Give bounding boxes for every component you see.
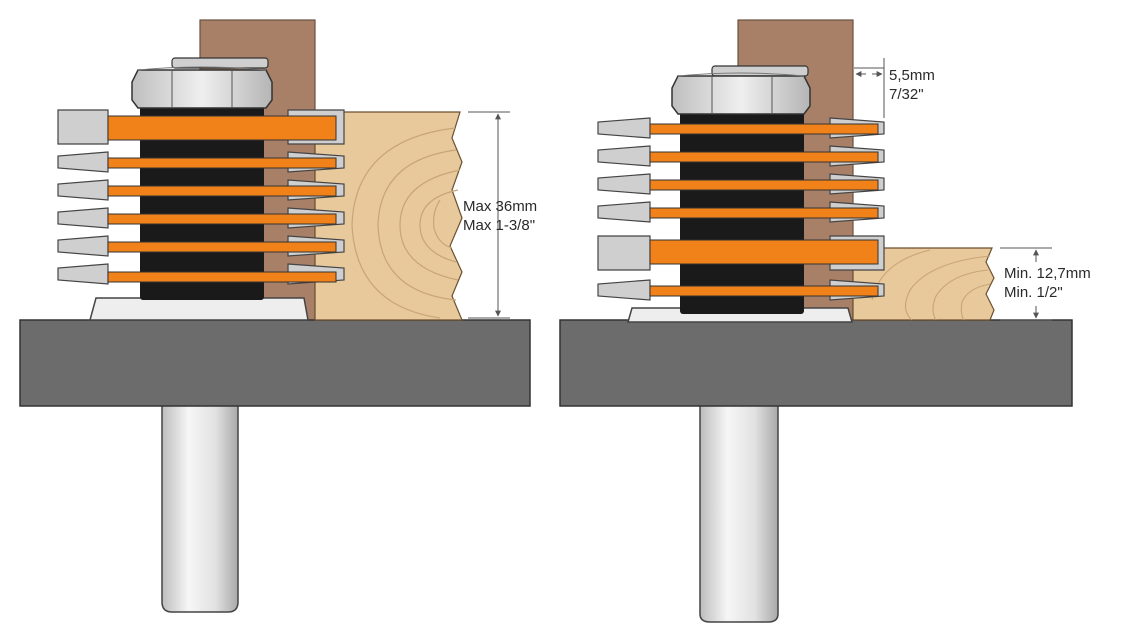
right-table: [559, 319, 1073, 407]
left-hex-nut: [131, 57, 273, 109]
left-wood-workpiece: [314, 111, 463, 321]
right-side-dimension-line: [1000, 247, 1052, 321]
left-dimension-label-mm: Max 36mm: [463, 198, 537, 215]
right-assembly: 5,5mm 7/32" Min. 12,7mm Min. 1/2": [559, 19, 1091, 623]
left-table: [19, 319, 531, 407]
left-shank: [161, 403, 239, 613]
right-side-dimension-label-inch: Min. 1/2": [1004, 284, 1063, 301]
right-shank: [699, 403, 779, 623]
right-wood-workpiece: [852, 247, 995, 321]
right-orange-discs: [649, 123, 879, 297]
right-top-dimension-line: [854, 58, 885, 118]
left-assembly: Max 36mm Max 1-3/8": [19, 19, 537, 613]
right-top-dimension-label-mm: 5,5mm: [889, 67, 935, 84]
right-hex-nut: [671, 65, 811, 115]
left-orange-discs: [107, 115, 337, 283]
right-top-dimension-label-inch: 7/32": [889, 86, 924, 103]
left-base-washer: [89, 297, 309, 321]
left-dimension-label-inch: Max 1-3/8": [463, 217, 535, 234]
right-side-dimension-label-mm: Min. 12,7mm: [1004, 265, 1091, 282]
left-dimension-line: [468, 111, 510, 319]
